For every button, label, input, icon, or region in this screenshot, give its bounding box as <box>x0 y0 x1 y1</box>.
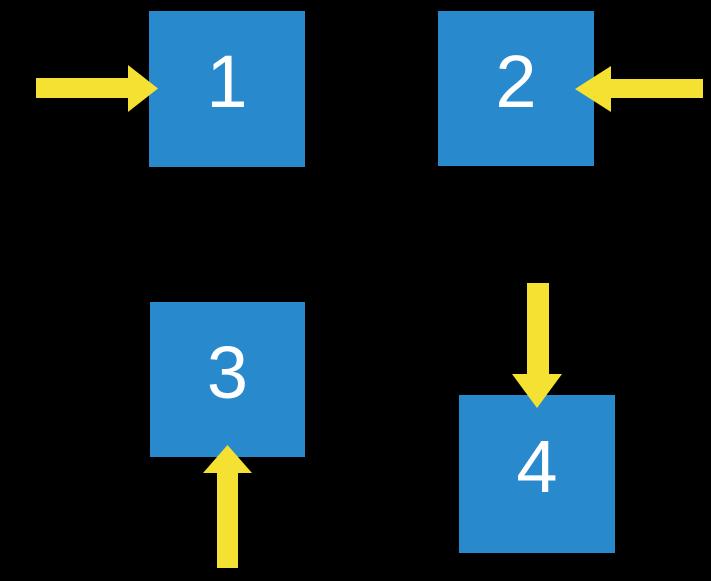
arrow-right-icon <box>36 65 158 112</box>
arrow-left-shape <box>575 66 703 112</box>
square-2-label: 2 <box>495 39 537 123</box>
arrow-down-shape <box>512 283 562 408</box>
square-3[interactable]: 3 <box>150 302 305 457</box>
square-3-label: 3 <box>206 330 249 414</box>
square-1[interactable]: 1 <box>149 11 305 167</box>
square-4-label: 4 <box>516 425 558 508</box>
square-1-label: 1 <box>206 40 248 123</box>
arrow-left-icon <box>575 66 703 112</box>
square-4[interactable]: 4 <box>459 395 615 553</box>
arrow-down-icon <box>512 283 562 408</box>
square-2[interactable]: 2 <box>438 11 594 166</box>
arrow-up-shape <box>203 445 252 568</box>
arrow-right-shape <box>36 65 158 112</box>
arrow-up-icon <box>203 445 252 568</box>
